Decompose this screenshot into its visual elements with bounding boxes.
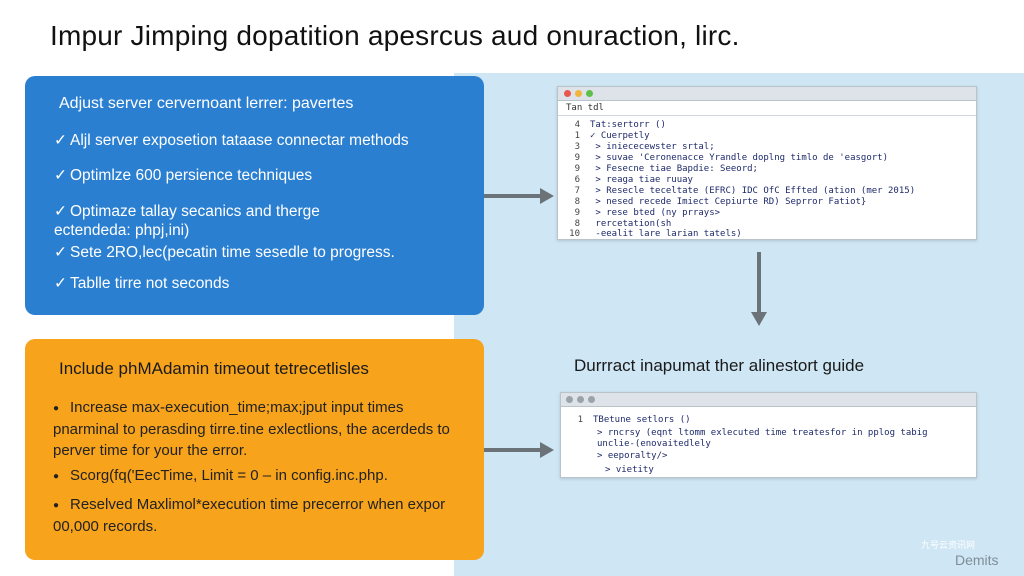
window-close-dot-icon[interactable] [564, 90, 571, 97]
code-line: > eeporalty/> [597, 451, 668, 461]
list-item: ✓Aljl server exposetion tataase connecta… [54, 131, 409, 150]
list-item-text: Scorg(fq('EecTime, Limit = 0 – in config… [70, 467, 388, 484]
code-line: 7 > Resecle teceltate (EFRC) IDC OfC Eff… [574, 186, 916, 196]
editor-tab[interactable]: Tan tdl [558, 101, 976, 116]
phpmyadmin-timeout-card: Include phMAdamin timeout tetrecetlisles… [25, 339, 484, 560]
list-item-text: Reselved Maxlimol*execution time precerr… [53, 496, 446, 535]
window-minimize-dot-icon[interactable] [577, 396, 584, 403]
arrow-right-icon [484, 188, 554, 204]
code-line: 10 -eealit lare larian tatels) [569, 229, 742, 239]
code-line: 6 > reaga tiae ruuay [574, 175, 693, 185]
check-icon: ✓ [54, 167, 67, 184]
list-item: ● Scorg(fq('EecTime, Limit = 0 – in confi… [53, 465, 473, 487]
window-titlebar [558, 87, 976, 101]
code-line: 9 > suvae 'Ceronenacce Yrandle doplng ti… [574, 153, 889, 163]
page-title: Impur Jimping dopatition apesrcus aud on… [50, 20, 740, 51]
list-item: ●Increase max-execution_time;max;jput in… [53, 397, 473, 461]
window-titlebar [561, 393, 976, 407]
code-line: 9 > Fesecne tiae Bapdie: Seeord; [574, 164, 758, 174]
list-item-text: Tablle tirre not seconds [70, 275, 230, 292]
code-line: 9 > rese bted (ny prrays> [574, 208, 721, 218]
list-item: ✓Tablle tirre not seconds [54, 274, 229, 293]
window-maximize-dot-icon[interactable] [588, 396, 595, 403]
code-line: > vietity [605, 465, 654, 475]
server-settings-heading: Adjust server cervernoant lerrer: pavert… [59, 95, 354, 112]
list-item-text: Optimlze 600 persience techniques [70, 167, 313, 184]
list-item: ✓Optimlze 600 persience techniques [54, 166, 312, 185]
list-item-text: Sete 2RO,lec(pecatin time sesedle to pro… [70, 244, 395, 261]
code-line: unclie-(enovaitedlely [597, 439, 711, 449]
list-item-text: Optimaze tallay secanics and therge ecte… [54, 203, 320, 239]
arrow-down-icon [751, 252, 767, 326]
check-icon: ✓ [54, 275, 67, 292]
list-item-text: Increase max-execution_time;max;jput inp… [53, 399, 450, 459]
window-minimize-dot-icon[interactable] [575, 90, 582, 97]
bullet-icon: ● [53, 470, 60, 482]
check-icon: ✓ [54, 132, 67, 149]
check-icon: ✓ [54, 244, 67, 261]
check-icon: ✓ [54, 203, 67, 220]
watermark-small: 九号云资讯网 [921, 540, 976, 550]
list-item: ✓Sete 2RO,lec(pecatin time sesedle to pr… [54, 243, 395, 262]
window-maximize-dot-icon[interactable] [586, 90, 593, 97]
server-settings-card: Adjust server cervernoant lerrer: pavert… [25, 76, 484, 315]
code-line: 8 rercetation(sh [574, 219, 672, 229]
code-line: 1✓ Cuerpetly [574, 131, 650, 141]
arrow-right-icon [484, 442, 554, 458]
guide-label: Durrract inapumat ther alinestort guide [574, 356, 865, 375]
code-line: > rncrsy (eqnt ltomm exlecuted time trea… [597, 428, 928, 438]
window-close-dot-icon[interactable] [566, 396, 573, 403]
list-item: ●Reselved Maxlimol*execution time precer… [53, 494, 453, 537]
list-item-text: Aljl server exposetion tataase connectar… [70, 132, 409, 149]
bullet-icon: ● [53, 499, 60, 511]
watermark: Demits [955, 552, 999, 568]
list-item: ✓Optimaze tallay secanics and therge ect… [54, 202, 384, 240]
phpmyadmin-timeout-heading: Include phMAdamin timeout tetrecetlisles [59, 359, 369, 378]
code-line: 8 > nesed recede Imiect Cepiurte RD) Sep… [574, 197, 867, 207]
bullet-icon: ● [53, 402, 60, 414]
code-line: 3 > iniececewster srtal; [574, 142, 715, 152]
